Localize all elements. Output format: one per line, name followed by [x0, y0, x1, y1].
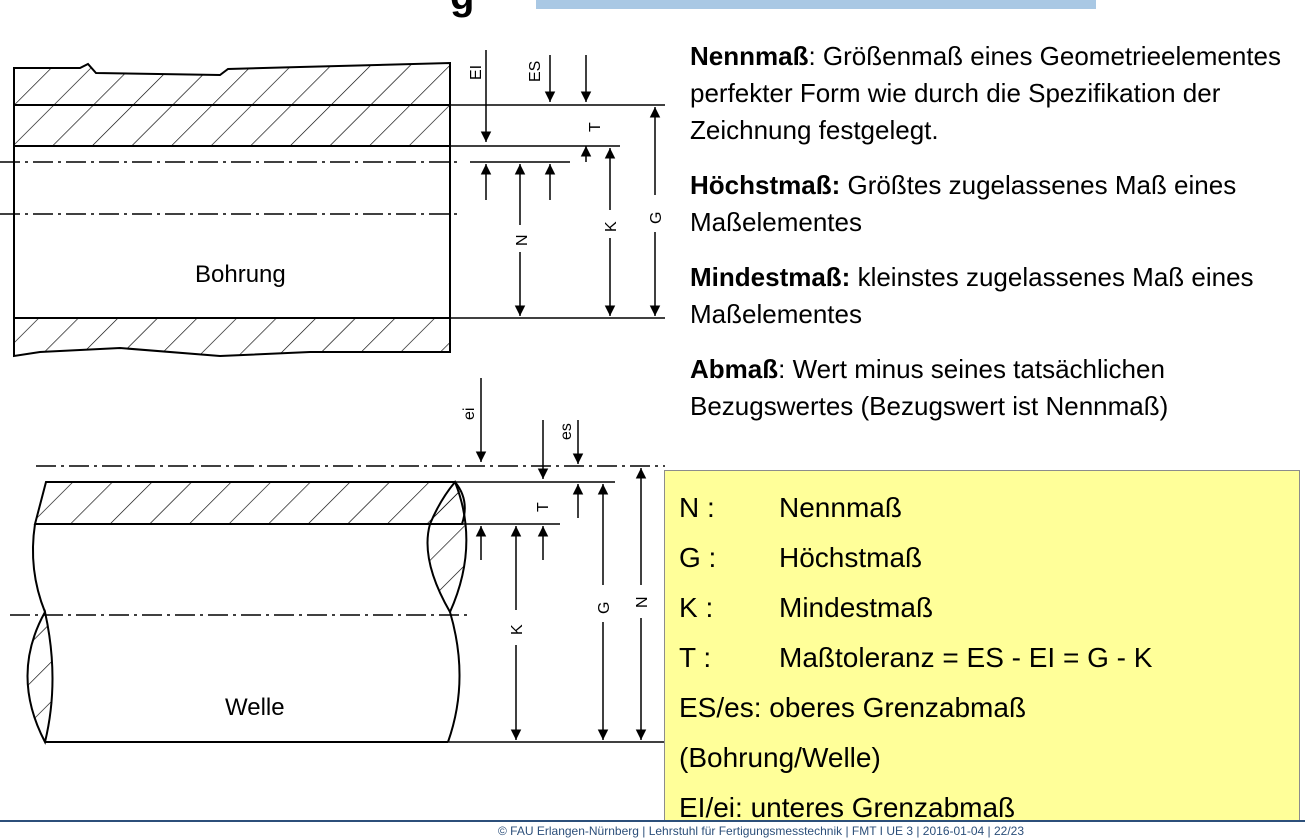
bohrung-drawing [0, 50, 665, 358]
bohrung-label: Bohrung [195, 261, 286, 288]
legend-row-G: G :Höchstmaß [679, 542, 923, 573]
definitions-list: Nennmaß: Größenmaß eines Geometrieelemen… [690, 38, 1290, 443]
dim-T-welle: T [535, 502, 552, 512]
definition-mindestmass: Mindestmaß: kleinstes zugelassenes Maß e… [690, 262, 1254, 329]
legend-row-T: T :Maßtoleranz = ES - EI = G - K [679, 642, 1153, 673]
legend-row-ES-note: (Bohrung/Welle) [679, 742, 881, 773]
definition-abmass: Abmaß: Wert minus seines tatsächlichen B… [690, 354, 1169, 421]
dim-G-welle: G [596, 602, 613, 614]
footer-divider [0, 820, 1305, 822]
page-title-fragment: g [450, 0, 474, 19]
dim-ei: ei [461, 408, 478, 420]
definition-nennmass: Nennmaß: Größenmaß eines Geometrieelemen… [690, 41, 1282, 145]
legend-row-N: N :Nennmaß [679, 492, 902, 523]
legend-row-EI: EI/ei: unteres Grenzabmaß [679, 792, 1016, 823]
footer-text: © FAU Erlangen-Nürnberg | Lehrstuhl für … [498, 824, 1025, 838]
dim-K-bohrung: K [603, 221, 620, 232]
legend-row-ES: ES/es: oberes Grenzabmaß [679, 692, 1027, 723]
dim-K-welle: K [509, 624, 526, 635]
dim-EI: EI [468, 65, 485, 80]
dim-es: es [558, 423, 575, 440]
legend-row-K: K :Mindestmaß [679, 592, 934, 623]
tolerance-diagram: Bohrung EI ES T N K G Wel [0, 50, 665, 745]
dim-G-bohrung: G [648, 212, 665, 224]
dim-N-welle: N [634, 596, 651, 608]
definition-hoechstmass: Höchstmaß: Größtes zugelassenes Maß eine… [690, 170, 1237, 237]
dim-N-bohrung: N [514, 234, 531, 246]
title-bar [536, 0, 1096, 9]
welle-drawing [10, 378, 665, 745]
welle-label: Welle [225, 694, 285, 721]
dim-ES: ES [527, 61, 544, 82]
legend-box: N :Nennmaß G :Höchstmaß K :Mindestmaß T … [664, 470, 1300, 823]
dim-T-bohrung: T [587, 122, 604, 132]
